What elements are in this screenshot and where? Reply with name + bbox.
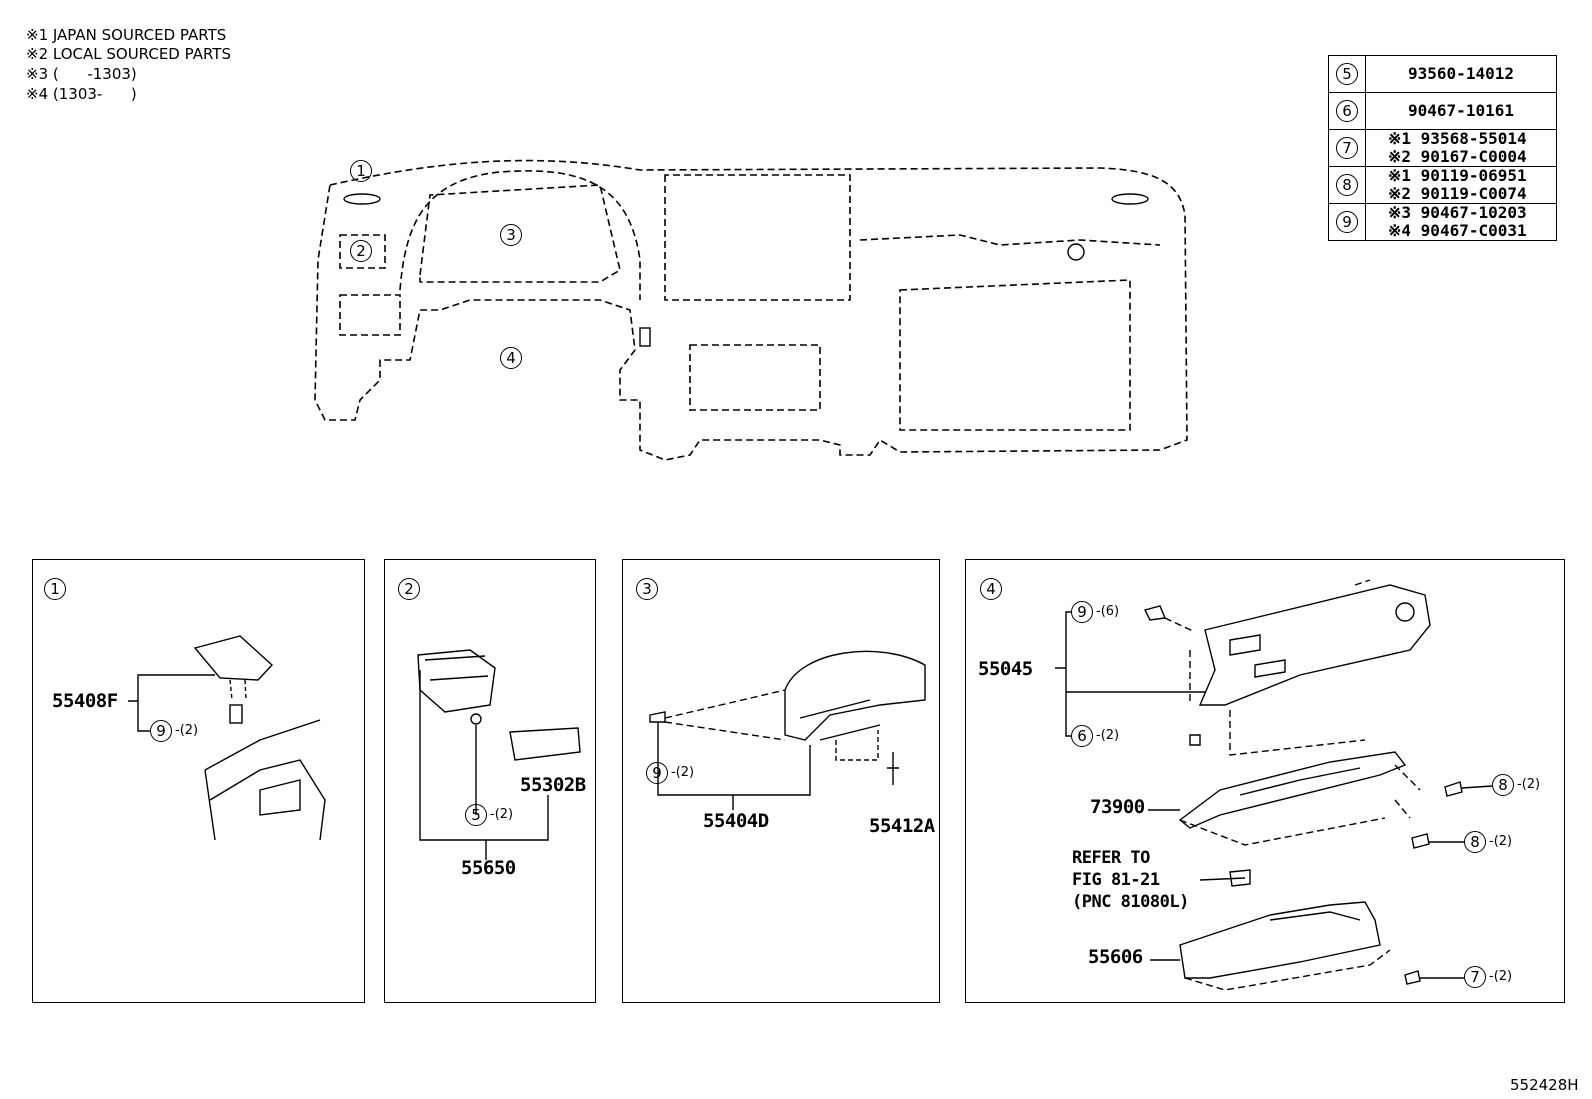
panel-3-qty: -(2) (671, 765, 695, 780)
refer-line-3: (PNC 81080L) (1072, 892, 1189, 912)
dashboard-outline (314, 159, 1188, 461)
table-row: 8 ※1 90119-06951※2 90119-C0074 (1328, 166, 1557, 204)
figure-id: 552428H (1510, 1076, 1579, 1094)
panel-2-label: 2 (398, 578, 420, 600)
detail-panel-3 (622, 559, 940, 1003)
part-55404D: 55404D (703, 810, 769, 832)
panel-1-qty: -(2) (175, 723, 199, 738)
panel-4-callout-8b: 8 (1464, 831, 1486, 853)
center-stack-outline (664, 174, 851, 301)
panel-4-qty-6: -(2) (1096, 728, 1120, 743)
note-japan: ※1 JAPAN SOURCED PARTS (26, 26, 227, 44)
note-range-4: ※4 (1303- ) (26, 85, 137, 103)
panel-4-qty-8b: -(2) (1489, 834, 1513, 849)
detail-panel-2 (384, 559, 596, 1003)
part-number: ※3 90467-10203 (1388, 203, 1527, 222)
glovebox-opening (899, 279, 1131, 431)
left-vent-outline (339, 234, 386, 269)
part-number: ※1 93568-55014 (1388, 129, 1527, 148)
detail-panel-1 (32, 559, 365, 1003)
note-local: ※2 LOCAL SOURCED PARTS (26, 45, 231, 63)
overview-callout-2: 2 (350, 240, 372, 262)
trim-part (509, 727, 581, 761)
part-55408F: 55408F (52, 690, 118, 712)
cluster-opening (419, 184, 621, 283)
panel-4-callout-7: 7 (1464, 966, 1486, 988)
overview-callout-1: 1 (350, 160, 372, 182)
refer-line-2: FIG 81-21 (1072, 870, 1160, 890)
part-55650: 55650 (461, 857, 516, 879)
panel-4-label: 4 (980, 578, 1002, 600)
detail-panel-4 (965, 559, 1565, 1003)
part-number: ※2 90119-C0074 (1388, 184, 1527, 203)
center-lower-outline (689, 344, 821, 411)
cover-part (193, 635, 273, 681)
overview-callout-3: 3 (500, 224, 522, 246)
panel-4-callout-8a: 8 (1492, 774, 1514, 796)
cluster-bezel (784, 650, 926, 741)
panel-3-callout-9: 9 (646, 762, 668, 784)
part-number: 90467-10161 (1408, 101, 1514, 120)
part-55302B: 55302B (520, 774, 586, 796)
panel-1-label: 1 (44, 578, 66, 600)
part-55045: 55045 (978, 658, 1033, 680)
panel-4-callout-6: 6 (1071, 725, 1093, 747)
panel-3-label: 3 (636, 578, 658, 600)
dash-section (204, 719, 326, 841)
overview-callout-4: 4 (500, 347, 522, 369)
part-number: 93560-14012 (1408, 64, 1514, 83)
part-55606: 55606 (1088, 946, 1143, 968)
panel-4-qty-8a: -(2) (1517, 777, 1541, 792)
part-number: ※2 90167-C0004 (1388, 147, 1527, 166)
callout-9: 9 (1336, 211, 1358, 233)
left-lower-outline (339, 294, 401, 336)
panel-2-qty: -(2) (490, 807, 514, 822)
table-row: 5 93560-14012 (1328, 55, 1557, 93)
glovebox-door (1179, 901, 1381, 979)
callout-8: 8 (1336, 174, 1358, 196)
right-upper-contour (859, 234, 1161, 246)
note-range-3: ※3 ( -1303) (26, 65, 137, 83)
cluster-hood-outline (399, 170, 641, 300)
lower-bracket (1178, 751, 1407, 829)
panel-4-qty-7: -(2) (1489, 969, 1513, 984)
refer-line-1: REFER TO (1072, 848, 1150, 868)
table-row: 7 ※1 93568-55014※2 90167-C0004 (1328, 129, 1557, 167)
callout-7: 7 (1336, 137, 1358, 159)
panel-4-callout-9: 9 (1071, 601, 1093, 623)
parts-reference-table: 5 93560-14012 6 90467-10161 7 ※1 93568-5… (1328, 55, 1557, 241)
part-number: ※1 90119-06951 (1388, 166, 1527, 185)
panel-1-callout-9: 9 (150, 720, 172, 742)
part-55412A: 55412A (869, 815, 935, 837)
table-row: 6 90467-10161 (1328, 92, 1557, 130)
table-row: 9 ※3 90467-10203※4 90467-C0031 (1328, 203, 1557, 241)
callout-6: 6 (1336, 100, 1358, 122)
upper-panel (1198, 584, 1431, 706)
part-73900: 73900 (1090, 796, 1145, 818)
callout-5: 5 (1336, 63, 1358, 85)
part-number: ※4 90467-C0031 (1388, 221, 1527, 240)
panel-4-qty-9: -(6) (1096, 604, 1120, 619)
